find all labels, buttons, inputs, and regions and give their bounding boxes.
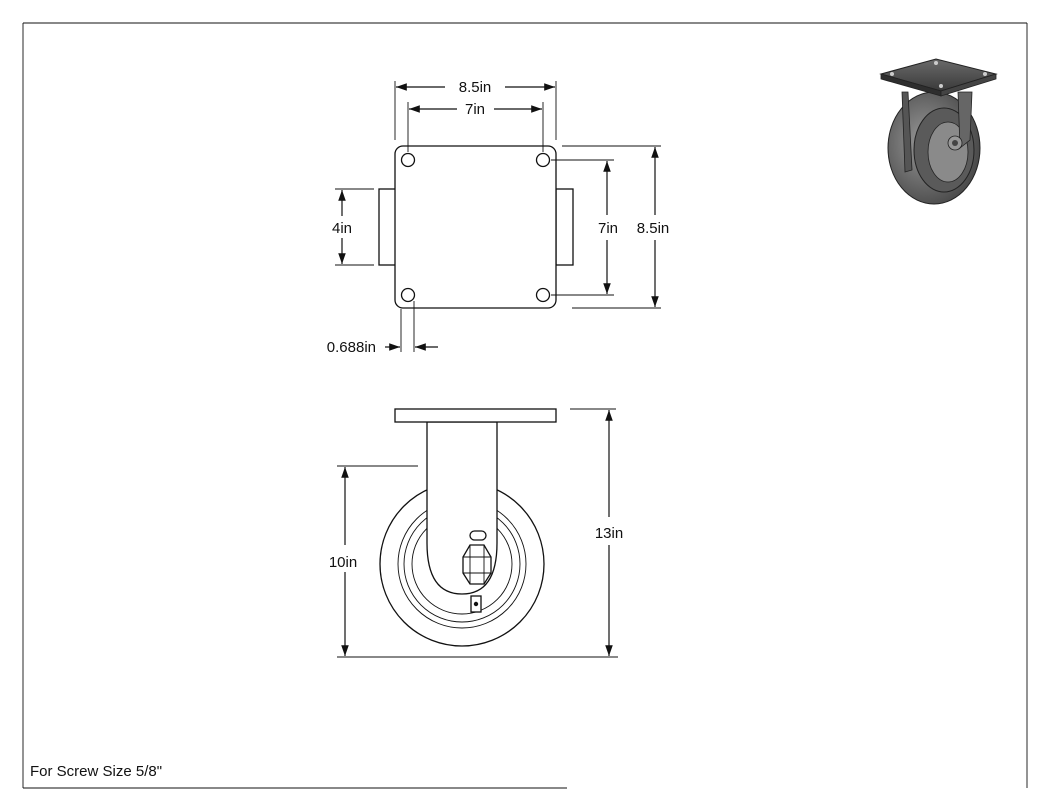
dim-plate-width: 8.5in [394, 79, 557, 140]
mount-hole [400, 152, 416, 168]
front-view [379, 408, 557, 647]
top-view [378, 145, 574, 309]
dim-label-wheel-diameter: 10in [329, 554, 357, 571]
sheet-border [22, 22, 1028, 789]
screw-size-note: For Screw Size 5/8" [30, 763, 162, 780]
mount-hole [400, 287, 416, 303]
dim-label-hole-spacing-x: 7in [465, 101, 485, 118]
axle-keeper [469, 530, 487, 541]
dim-label-mount-width: 4in [332, 220, 352, 237]
dim-hole-spacing-x: 7in [407, 101, 544, 152]
dim-label-plate-height: 8.5in [637, 220, 670, 237]
axle-nut [462, 544, 492, 585]
mount-hole [535, 287, 551, 303]
left-ear [378, 188, 397, 266]
dim-hole-spacing-y: 7in [551, 159, 618, 296]
isometric-caster-thumbnail [879, 58, 998, 205]
dim-label-hole-offset: 0.688in [327, 339, 376, 356]
dim-mount-width: 4in [332, 188, 374, 266]
dim-hole-offset: 0.688in [327, 301, 438, 356]
mount-hole [535, 152, 551, 168]
mount-plate-side [394, 408, 557, 423]
dim-plate-height: 8.5in [562, 145, 670, 309]
dim-wheel-diameter: 10in [329, 465, 618, 658]
dim-overall-height: 13in [570, 408, 623, 656]
dim-label-plate-width: 8.5in [459, 79, 492, 96]
dim-label-hole-spacing-y: 7in [598, 220, 618, 237]
top-plate [394, 145, 557, 309]
right-ear [555, 188, 574, 266]
dim-label-overall-height: 13in [595, 525, 623, 542]
grease-fitting-hole [473, 601, 479, 607]
